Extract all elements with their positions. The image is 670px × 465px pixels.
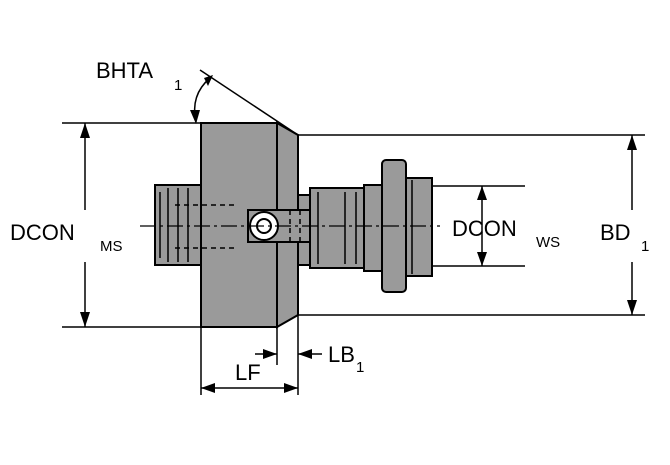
svg-text:LF: LF (235, 360, 261, 385)
tool-body (154, 121, 433, 329)
label-bhta: BHTA 1 (96, 58, 182, 94)
label-bd: BD 1 (600, 220, 649, 255)
svg-text:1: 1 (641, 238, 649, 255)
label-lb: LB 1 (328, 342, 364, 376)
nose (405, 177, 433, 277)
svg-text:LB: LB (328, 342, 355, 367)
svg-text:1: 1 (174, 77, 182, 94)
label-lf: LF (235, 360, 261, 385)
arrowheads (80, 75, 637, 393)
svg-text:BD: BD (600, 220, 631, 245)
svg-text:BHTA: BHTA (96, 58, 153, 83)
svg-text:MS: MS (100, 238, 123, 255)
collar (363, 184, 383, 272)
label-dcon-ms: DCON MS (10, 220, 123, 255)
hidden-lines (175, 204, 301, 249)
label-dcon-ws: DCON WS (452, 216, 560, 251)
svg-text:DCON: DCON (452, 216, 517, 241)
svg-text:DCON: DCON (10, 220, 75, 245)
svg-text:WS: WS (536, 234, 560, 251)
svg-text:1: 1 (356, 359, 364, 376)
